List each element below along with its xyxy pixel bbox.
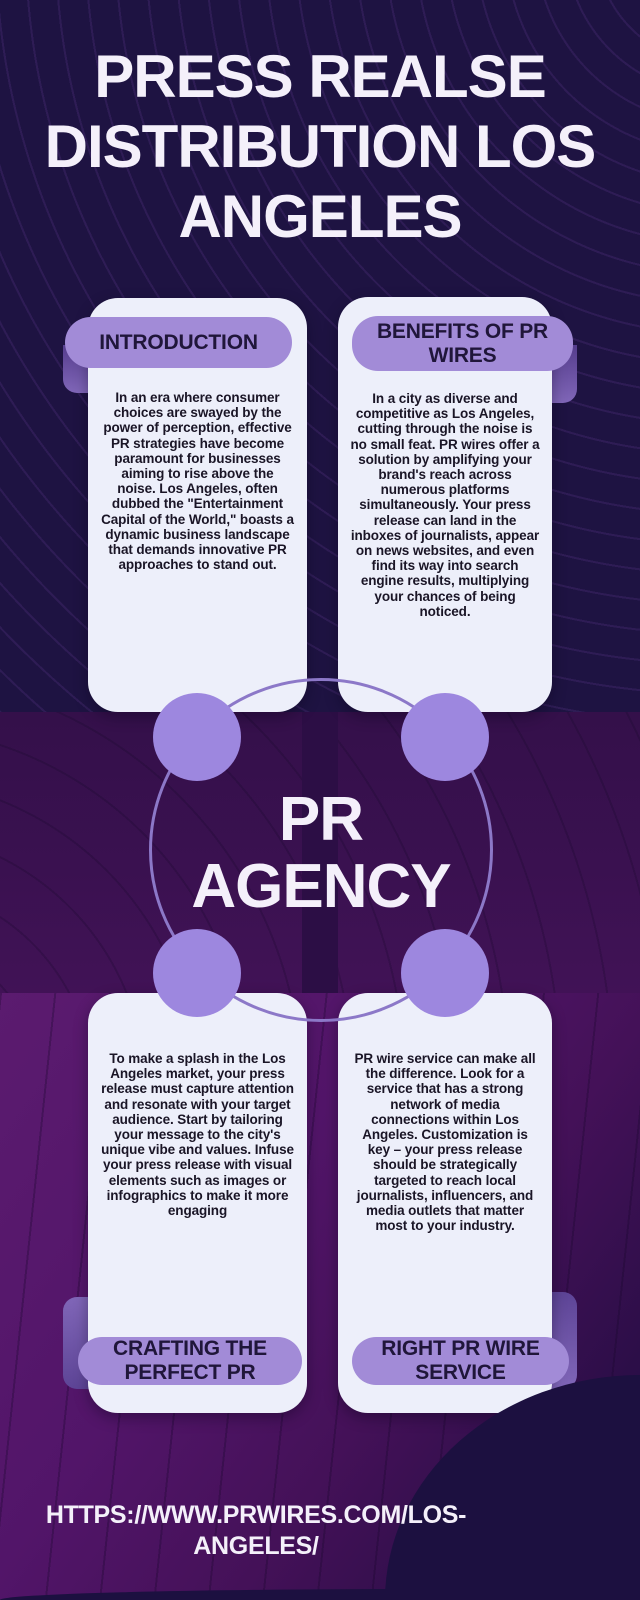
card-right-service-body: PR wire service can make all the differe… — [354, 1051, 536, 1234]
label-crafting: CRAFTING THE PERFECT PR — [113, 1337, 267, 1384]
accent-circle-bottom-left — [153, 929, 241, 1017]
card-benefits-body: In a city as diverse and competitive as … — [350, 391, 540, 619]
accent-circle-top-right — [401, 693, 489, 781]
center-ring — [149, 678, 493, 1022]
page-title: PRESS REALSE DISTRIBUTION LOS ANGELES — [44, 43, 597, 250]
label-benefits: BENEFITS OF PR WIRES — [376, 319, 549, 367]
card-crafting-body: To make a splash in the Los Angeles mark… — [101, 1051, 294, 1219]
accent-circle-bottom-right — [401, 929, 489, 1017]
label-pill-introduction: INTRODUCTION — [65, 317, 292, 368]
label-introduction: INTRODUCTION — [99, 330, 258, 354]
center-badge-label: PR AGENCY — [191, 785, 451, 921]
label-pill-right-service: RIGHT PR WIRE SERVICE — [352, 1337, 569, 1385]
card-introduction-body: In an era where consumer choices are swa… — [101, 390, 294, 573]
bottom-edge-strip — [0, 1589, 640, 1600]
label-pill-crafting: CRAFTING THE PERFECT PR — [78, 1337, 302, 1385]
footer-url-link[interactable]: HTTPS://WWW.PRWIRES.COM/LOS-ANGELES/ — [45, 1501, 467, 1560]
accent-circle-top-left — [153, 693, 241, 781]
label-pill-benefits: BENEFITS OF PR WIRES — [352, 316, 573, 371]
label-right-service: RIGHT PR WIRE SERVICE — [381, 1337, 540, 1384]
